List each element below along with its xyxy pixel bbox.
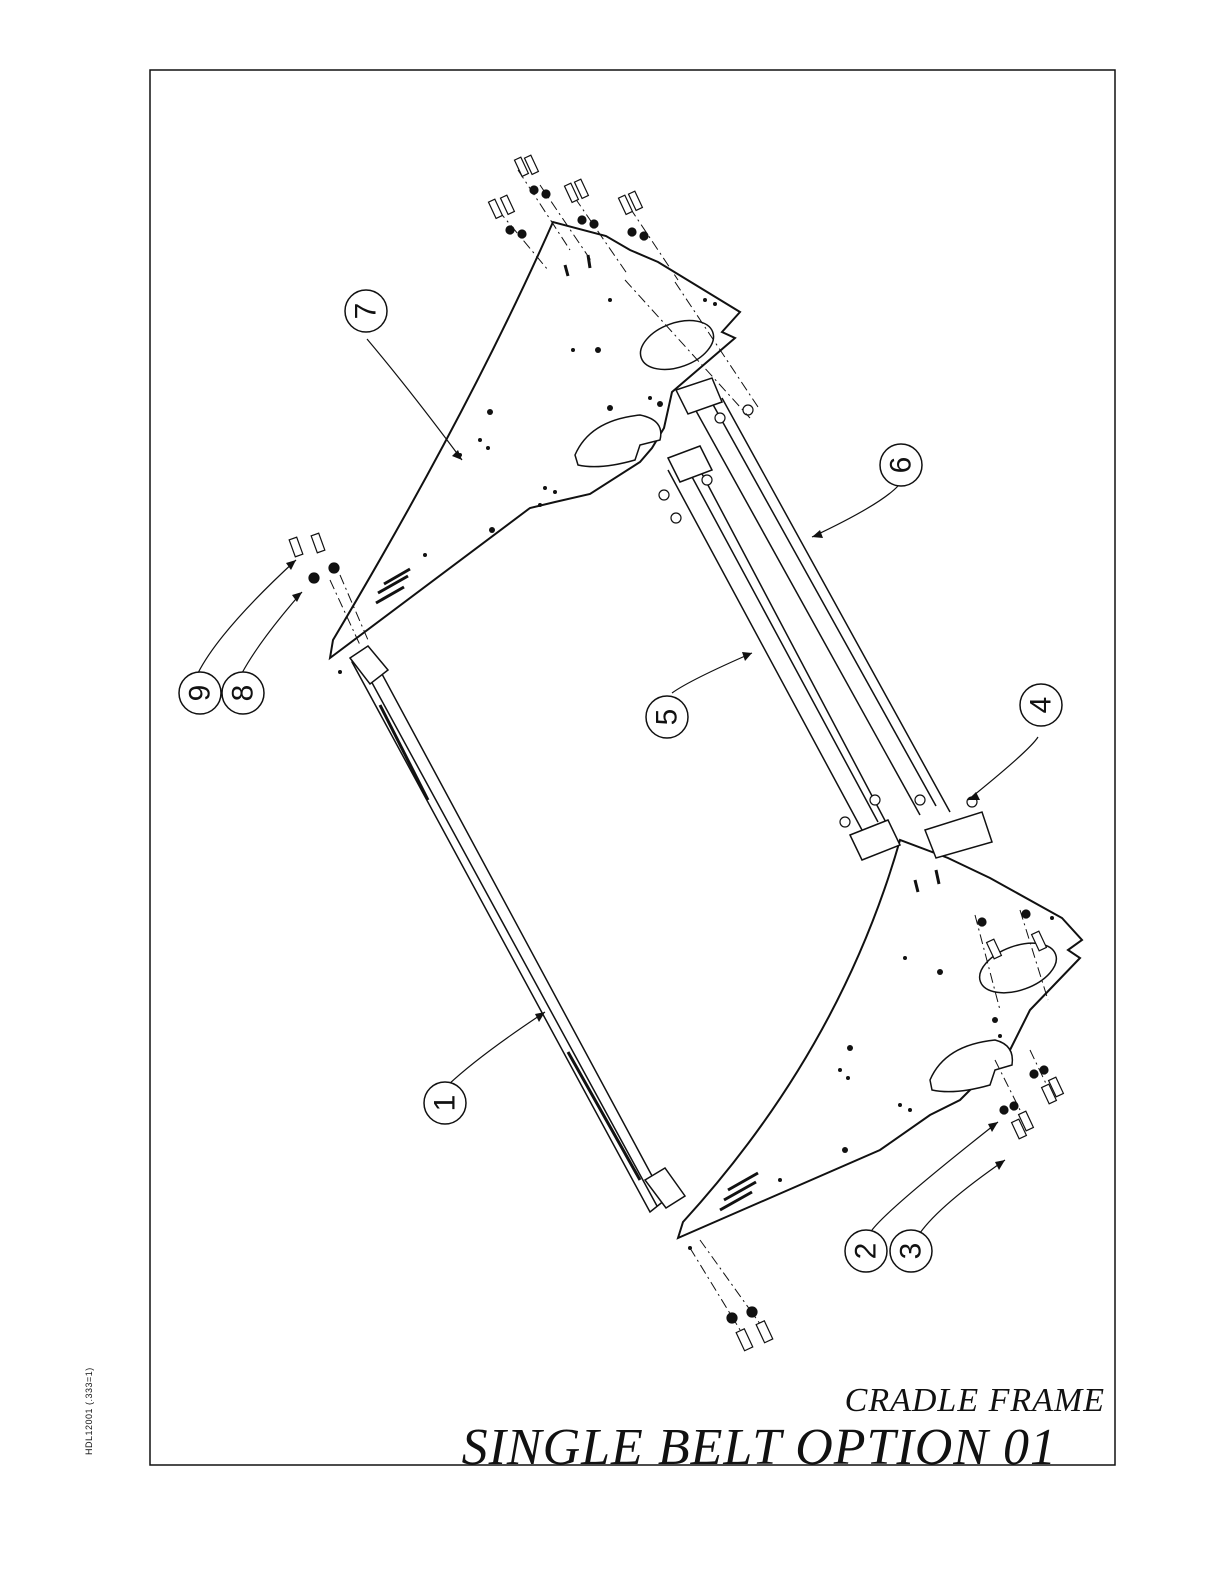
svg-text:9: 9 bbox=[184, 685, 217, 702]
svg-text:2: 2 bbox=[850, 1243, 883, 1260]
mount-bracket bbox=[668, 378, 992, 860]
drawing-title-line1: CRADLE FRAME bbox=[845, 1382, 1105, 1420]
side-plate-lower bbox=[678, 840, 1082, 1238]
callout-2: 2 bbox=[845, 1230, 887, 1272]
callout-4: 4 bbox=[1020, 684, 1062, 726]
svg-text:8: 8 bbox=[227, 685, 260, 702]
svg-text:1: 1 bbox=[429, 1095, 462, 1112]
callout-1: 1 bbox=[424, 1082, 466, 1124]
svg-text:4: 4 bbox=[1025, 697, 1058, 714]
callout-7: 7 bbox=[345, 290, 387, 332]
callout-3: 3 bbox=[890, 1230, 932, 1272]
svg-text:3: 3 bbox=[895, 1243, 928, 1260]
callout-5: 5 bbox=[646, 696, 688, 738]
svg-text:6: 6 bbox=[885, 457, 918, 474]
callout-8: 8 bbox=[222, 672, 264, 714]
drawing-title-line2: SINGLE BELT OPTION 01 bbox=[462, 1418, 1057, 1477]
svg-text:5: 5 bbox=[651, 709, 684, 726]
callout-9: 9 bbox=[179, 672, 221, 714]
cross-tube bbox=[350, 646, 685, 1212]
svg-text:7: 7 bbox=[350, 303, 383, 320]
callout-6: 6 bbox=[880, 444, 922, 486]
